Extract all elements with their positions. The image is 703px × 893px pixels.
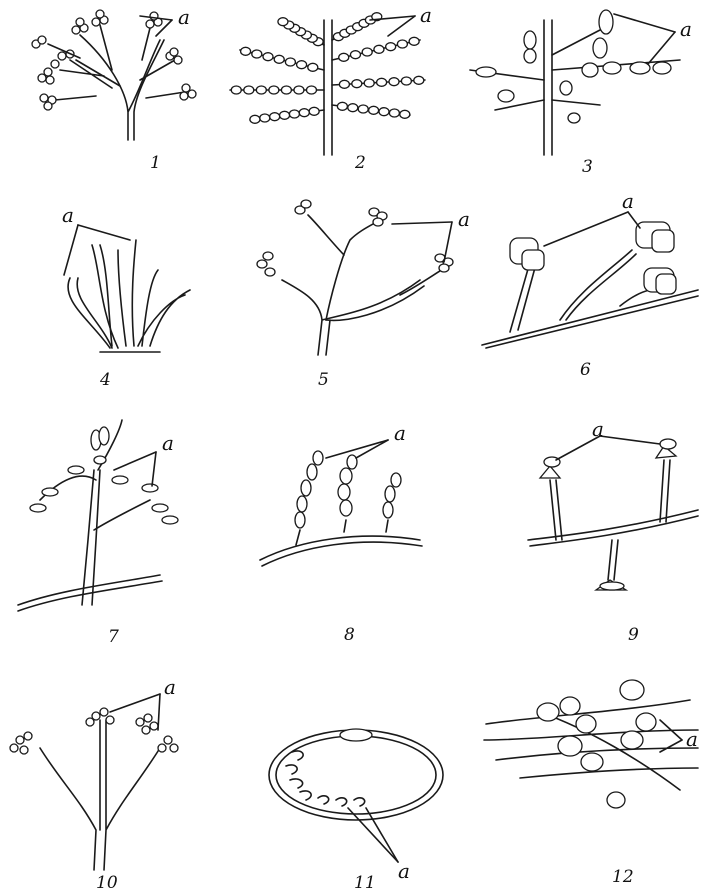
figure-6-label: a [622, 189, 634, 213]
figure-12-label: a [686, 727, 698, 751]
figure-9-label: a [592, 417, 604, 441]
figure-10-leader-line [158, 694, 160, 730]
figure-2-leader-line [388, 16, 415, 36]
figure-1-label: a [178, 5, 190, 29]
figure-11-number: 11 [354, 873, 376, 893]
figure-9-number: 9 [628, 625, 639, 645]
figure-4-leader-line [64, 225, 78, 275]
figure-4-number: 4 [99, 370, 111, 390]
figure-5-leader-line [444, 222, 452, 262]
figure-3-drawing [470, 10, 680, 155]
figure-8-label: a [394, 421, 406, 445]
figure-8-drawing [260, 451, 422, 566]
figure-9-leader-line [600, 436, 660, 444]
figure-7-label: a [162, 431, 174, 455]
figure-7-drawing [18, 420, 178, 611]
figure-5-label: a [458, 207, 470, 231]
figure-4-drawing [68, 240, 190, 352]
figure-12-number: 12 [612, 867, 634, 887]
figure-6-leader-line [544, 212, 628, 246]
figure-7-leader-line [114, 452, 156, 470]
figure-3-leader-line [614, 14, 675, 32]
figure-4-leader-line [78, 225, 130, 240]
figure-3-label: a [680, 17, 692, 41]
figure-11-drawing [269, 729, 443, 820]
figure-2-label: a [420, 3, 432, 27]
figure-10-number: 10 [96, 873, 118, 893]
figure-6-number: 6 [580, 360, 591, 380]
figure-6-leader-line [628, 212, 640, 228]
figure-8-leader-line [326, 440, 388, 458]
figure-6-drawing [482, 222, 698, 348]
figure-9-drawing [528, 439, 698, 590]
figure-1-number: 1 [150, 153, 161, 173]
figure-12-leader-line [660, 740, 682, 752]
figure-1-drawing [32, 10, 196, 140]
figure-7-number: 7 [108, 627, 119, 647]
figure-3-number: 3 [582, 157, 593, 177]
figure-12-drawing [484, 680, 698, 808]
figure-5-number: 5 [318, 370, 329, 390]
figure-10-drawing [10, 708, 178, 870]
figure-11-label: a [398, 859, 410, 883]
figure-4-label: a [62, 203, 74, 227]
figure-10-label: a [164, 675, 176, 699]
figure-3-leader-line [648, 32, 675, 64]
figure-2-drawing [230, 13, 425, 155]
figure-8-leader-line [356, 440, 388, 458]
figure-7-leader-line [152, 452, 156, 486]
figure-8-number: 8 [344, 625, 355, 645]
figure-5-leader-line [392, 222, 452, 224]
figure-2-number: 2 [354, 153, 366, 173]
figure-10-leader-line [110, 694, 160, 712]
